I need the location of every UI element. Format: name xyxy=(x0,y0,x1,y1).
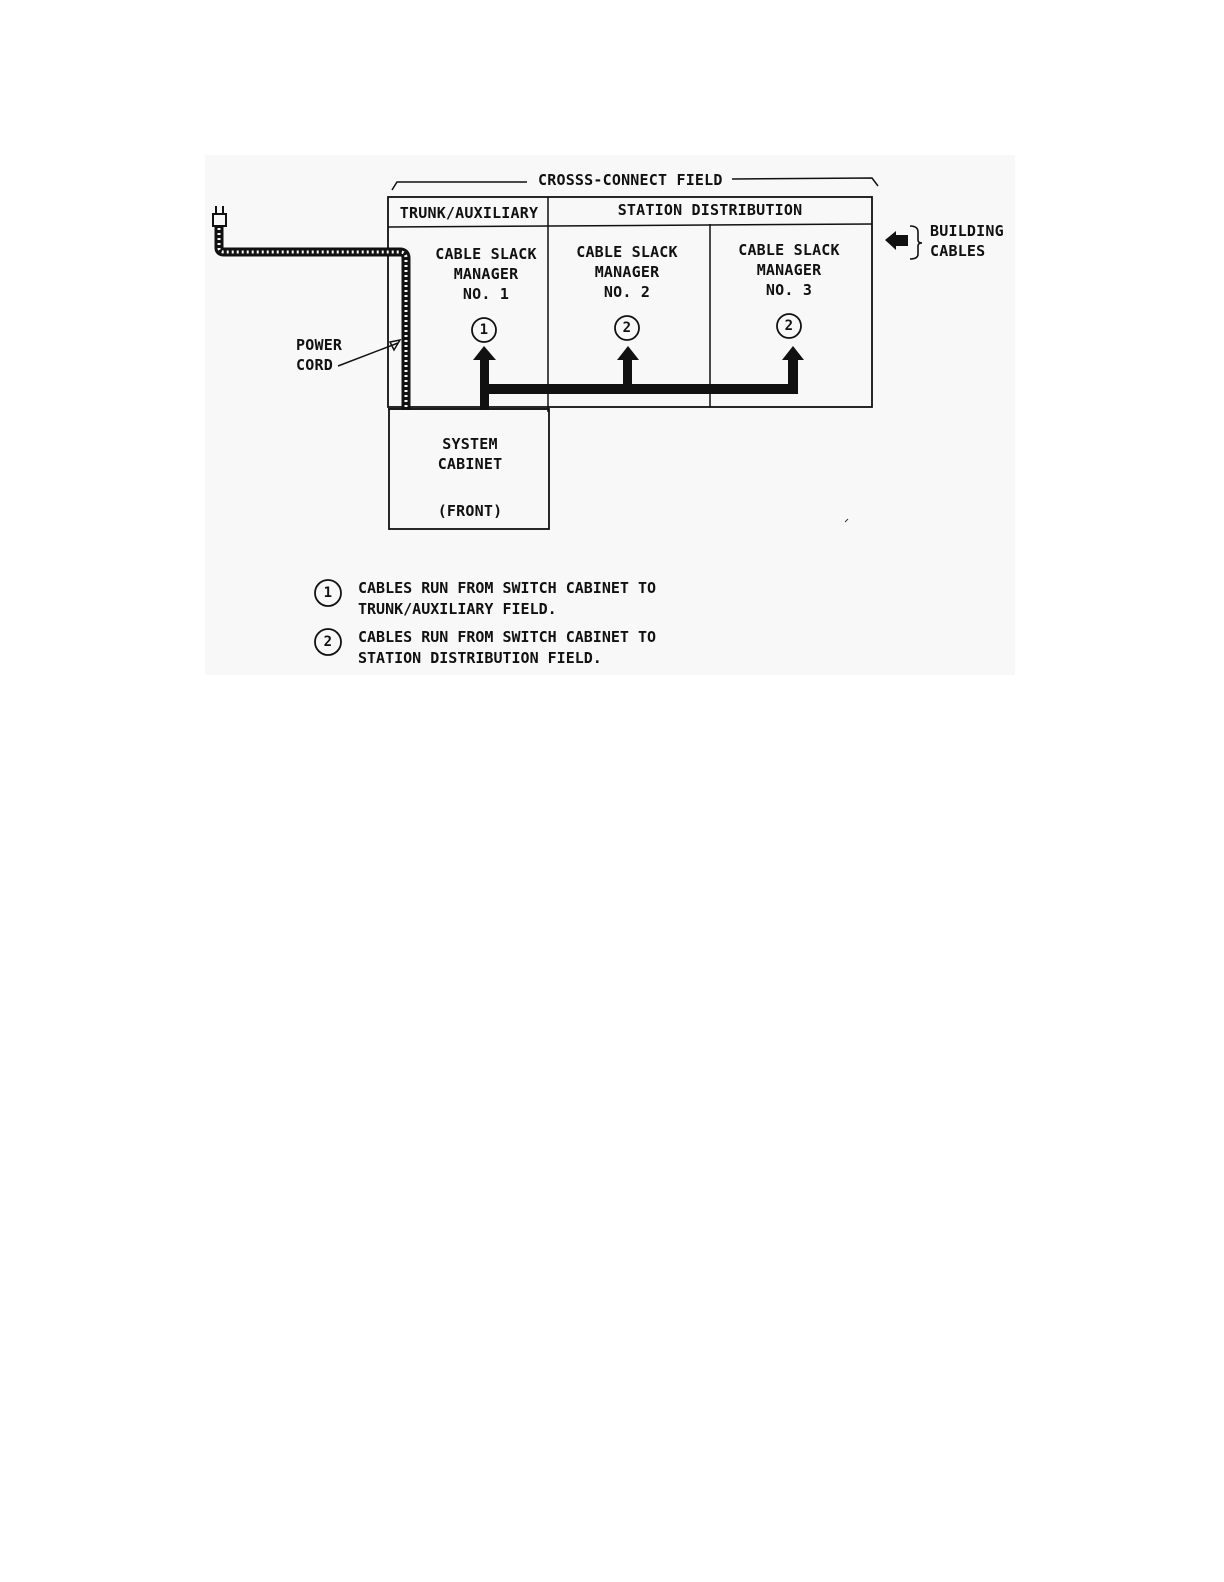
manager-1-marker: 1 xyxy=(479,322,489,338)
title-bracket-left xyxy=(391,181,527,191)
legend-1-marker: 1 xyxy=(323,585,333,601)
manager-2-marker-circle xyxy=(614,315,640,341)
legend-2-marker: 2 xyxy=(323,634,333,650)
manager-3-marker: 2 xyxy=(784,318,794,334)
trunk-auxiliary-header: TRUNK/AUXILIARY xyxy=(399,204,539,222)
cross-connect-title: CROSSS-CONNECT FIELD xyxy=(536,170,725,190)
arrowhead-manager-1 xyxy=(473,346,496,360)
cable-run-branch-3 xyxy=(788,358,798,388)
manager-3-marker-circle xyxy=(776,313,802,339)
station-distribution-header: STATION DISTRIBUTION xyxy=(617,201,803,219)
building-cables-arrow-icon xyxy=(885,231,908,250)
power-cord-leader xyxy=(337,342,399,367)
header-divider xyxy=(387,223,873,228)
manager-1-marker-circle xyxy=(471,317,497,343)
scan-speck xyxy=(844,518,849,523)
arrowhead-manager-3 xyxy=(782,346,804,360)
title-bracket-right xyxy=(731,177,879,187)
cross-connect-field-box xyxy=(387,196,873,408)
power-cord-leader-arrowhead xyxy=(388,338,402,352)
cable-run-branch-2 xyxy=(623,358,632,388)
cable-run-arrows xyxy=(473,346,804,410)
building-cables-bracket xyxy=(909,225,923,260)
legend-1-marker-circle xyxy=(314,579,342,607)
manager-2-marker: 2 xyxy=(622,320,632,336)
cable-run-horizontal xyxy=(480,384,798,394)
plug-icon xyxy=(212,206,227,227)
arrowhead-manager-2 xyxy=(617,346,639,360)
power-cord-inner xyxy=(217,228,408,410)
system-cabinet-box xyxy=(388,408,550,530)
legend-2-marker-circle xyxy=(314,628,342,656)
